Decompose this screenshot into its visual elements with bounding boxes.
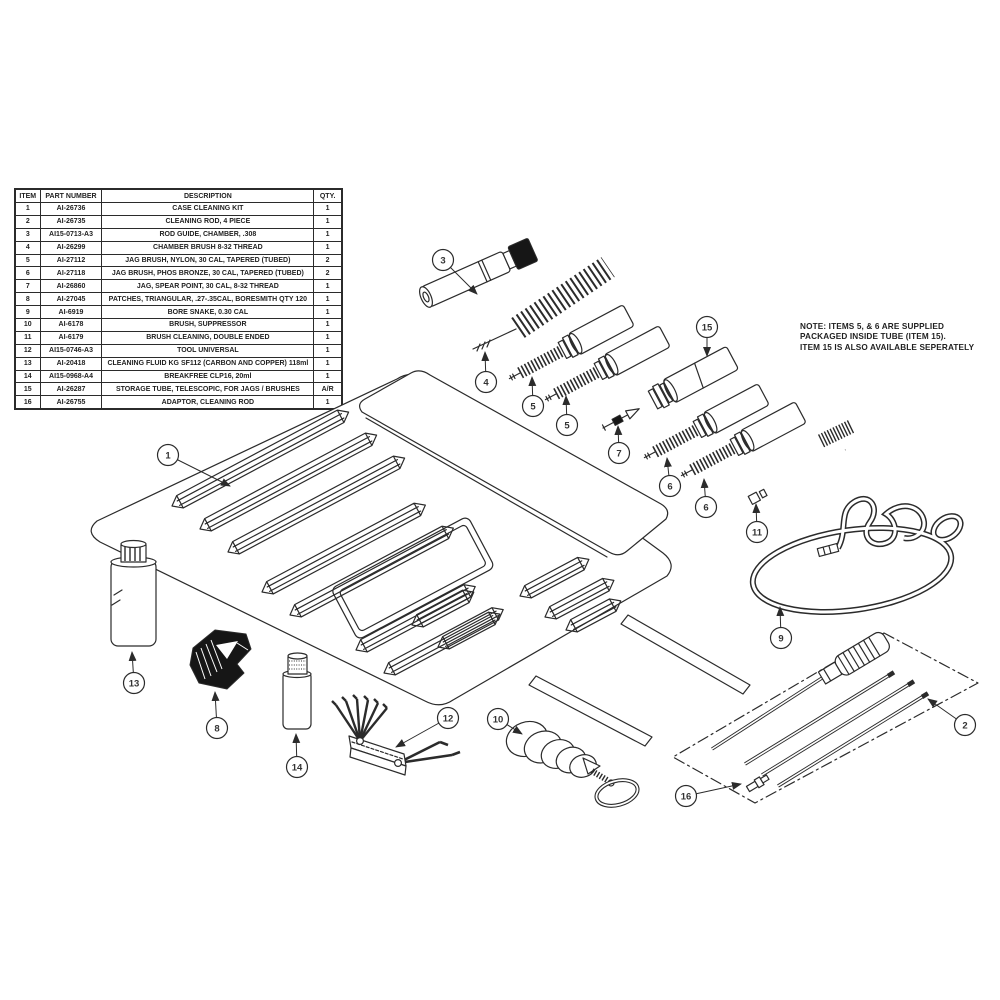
callout-6: 6 bbox=[694, 478, 718, 519]
callout-16: 16 bbox=[674, 782, 742, 808]
table-cell: 1 bbox=[313, 318, 343, 332]
callout-8: 8 bbox=[205, 691, 229, 740]
callout-15: 15 bbox=[695, 315, 719, 357]
callout-number: 13 bbox=[129, 678, 140, 689]
callout-number: 16 bbox=[681, 791, 692, 802]
cleaning-fluid-bottle-drawing bbox=[110, 539, 157, 647]
suppressor-brush-drawing bbox=[505, 720, 640, 808]
cleaning-rod-section bbox=[744, 670, 896, 766]
jag-brush-nylon-drawing bbox=[508, 305, 634, 381]
bore-snake-weight bbox=[816, 542, 840, 558]
universal-tool-drawing bbox=[331, 694, 461, 776]
mat-pocket-ridge bbox=[261, 502, 426, 595]
bore-snake-drawing bbox=[749, 495, 964, 615]
spear-jag-drawing bbox=[601, 408, 640, 431]
mat-strap bbox=[620, 614, 751, 695]
callout-number: 7 bbox=[616, 448, 621, 459]
callout-number: 4 bbox=[483, 377, 489, 388]
callout-number: 1 bbox=[165, 450, 171, 461]
jag-brush-bronze-drawing bbox=[643, 384, 769, 460]
jag-brush-bronze-drawing bbox=[680, 402, 806, 478]
callout-2: 2 bbox=[927, 698, 977, 737]
rod-adaptor-drawing bbox=[745, 774, 770, 793]
callout-10: 10 bbox=[486, 707, 523, 735]
note-line: NOTE: ITEMS 5, & 6 ARE SUPPLIED bbox=[800, 322, 945, 331]
callout-number: 10 bbox=[493, 714, 504, 725]
callout-number: 15 bbox=[702, 322, 713, 333]
mat-pocket-ridge bbox=[544, 577, 615, 620]
callout-number: 9 bbox=[778, 633, 783, 644]
callout-4: 4 bbox=[474, 351, 498, 394]
table-cell: 16 bbox=[14, 395, 41, 410]
mat-strap bbox=[528, 675, 653, 747]
supply-note: NOTE: ITEMS 5, & 6 ARE SUPPLIED PACKAGED… bbox=[800, 322, 974, 353]
cleaning-rod-section bbox=[761, 679, 916, 777]
callout-number: 14 bbox=[292, 762, 303, 773]
callout-3: 3 bbox=[431, 248, 478, 295]
callout-7: 7 bbox=[607, 425, 631, 465]
mat-pocket-ridge bbox=[565, 598, 622, 633]
callout-number: 6 bbox=[703, 502, 708, 513]
callout-number: 11 bbox=[752, 527, 763, 538]
callout-9: 9 bbox=[769, 606, 793, 650]
cleaning-rod-section bbox=[711, 676, 823, 751]
callout-1: 1 bbox=[156, 443, 231, 487]
callout-number: 6 bbox=[667, 481, 672, 492]
mat-pocket-ridge bbox=[171, 409, 350, 509]
callout-13: 13 bbox=[122, 651, 146, 695]
rod-handle bbox=[817, 631, 890, 685]
callout-6: 6 bbox=[658, 457, 682, 498]
patches-drawing bbox=[189, 629, 252, 690]
mat-pocket-ridge bbox=[227, 455, 406, 555]
note-line: ITEM 15 IS ALSO AVAILABLE SEPERATELY bbox=[800, 342, 975, 352]
table-cell: AI-26755 bbox=[39, 395, 103, 410]
note-line: PACKAGED INSIDE TUBE (ITEM 15). bbox=[800, 332, 946, 342]
storage-tube-drawing bbox=[647, 346, 739, 410]
clp-bottle-drawing bbox=[282, 652, 312, 730]
mat-pocket-ridge bbox=[411, 589, 475, 628]
mat-pockets bbox=[171, 409, 622, 676]
callout-number: 5 bbox=[530, 401, 536, 412]
jag-brush-nylon-drawing bbox=[544, 326, 670, 402]
rod-set-boundary bbox=[672, 632, 979, 804]
chamber-brush-drawing bbox=[472, 257, 615, 352]
mat-pocket-ridge bbox=[289, 525, 454, 618]
callout-number: 2 bbox=[962, 720, 967, 731]
mat-pocket-ridge bbox=[199, 432, 378, 532]
table-cell: 1 bbox=[313, 395, 343, 410]
callout-number: 8 bbox=[214, 723, 219, 734]
callout-number: 12 bbox=[443, 713, 454, 724]
table-header-row: ITEM PART NUMBER DESCRIPTION QTY. bbox=[14, 188, 343, 203]
cleaning-mat-drawing bbox=[90, 370, 751, 747]
callout-11: 11 bbox=[745, 503, 769, 544]
table-cell: 9 bbox=[14, 305, 41, 320]
mat-pocket-ridge bbox=[437, 611, 501, 650]
callout-number: 3 bbox=[440, 255, 445, 266]
keyring bbox=[594, 778, 640, 808]
cleaning-rod-section bbox=[777, 691, 930, 788]
mat-flat-pouch bbox=[332, 517, 494, 639]
cleaning-rod-set-drawing bbox=[672, 631, 979, 804]
callout-5: 5 bbox=[555, 395, 579, 437]
mat-flap bbox=[359, 370, 669, 556]
callout-number: 5 bbox=[564, 420, 570, 431]
double-ended-brush-drawing bbox=[747, 419, 856, 505]
callout-5: 5 bbox=[521, 376, 545, 418]
callout-12: 12 bbox=[395, 706, 460, 748]
callout-14: 14 bbox=[285, 733, 309, 779]
rod-guide-drawing bbox=[419, 238, 538, 308]
mat-pocket-ridge bbox=[519, 556, 590, 599]
